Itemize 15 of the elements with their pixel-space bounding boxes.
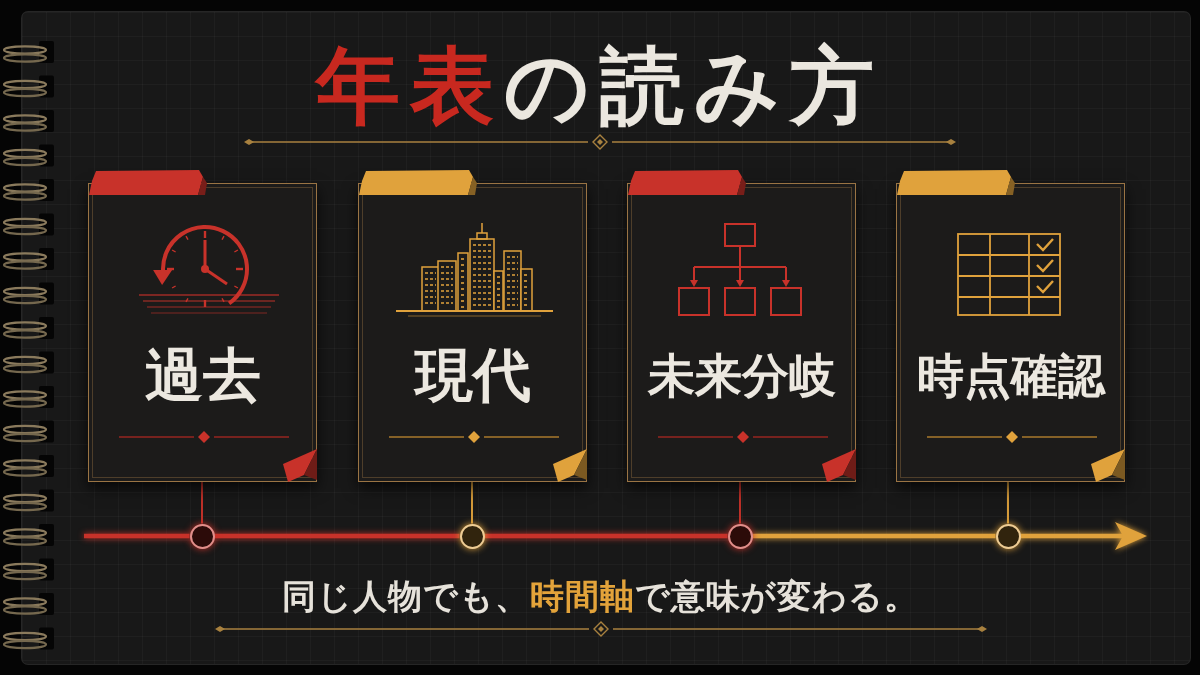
card-label: 現代 bbox=[414, 346, 531, 404]
timeline-line bbox=[484, 533, 728, 539]
connector-line bbox=[201, 481, 203, 525]
timeline-line bbox=[214, 533, 460, 539]
caption: 同じ人物でも、時間軸で意味が変わる。 bbox=[281, 579, 919, 613]
card-label: 未来分岐 bbox=[647, 351, 836, 399]
title: 年表の読み方 bbox=[316, 44, 884, 128]
connector-line bbox=[739, 481, 741, 525]
timeline-line bbox=[752, 533, 996, 539]
card-label: 時点確認 bbox=[916, 351, 1105, 399]
connector-line bbox=[471, 481, 473, 525]
timeline-line bbox=[84, 533, 190, 539]
timeline-arrow bbox=[1020, 522, 1147, 550]
connector-line bbox=[1007, 481, 1009, 525]
card-label: 過去 bbox=[144, 346, 261, 404]
